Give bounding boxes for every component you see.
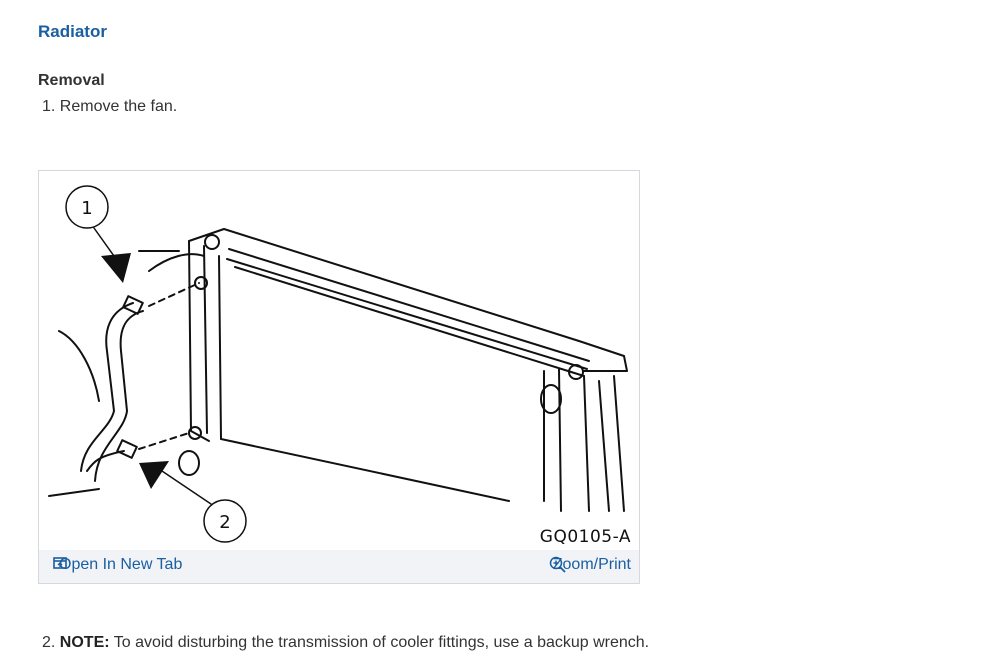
open-in-new-tab-label: Open In New Tab (59, 556, 183, 573)
step-2-text: To avoid disturbing the transmission of … (109, 634, 650, 651)
figure: 1 2 GQ0105-A Open In New Tab Zoom/Print (38, 170, 640, 584)
radiator-illustration: 1 2 (48, 185, 628, 543)
page-title: Radiator (38, 22, 107, 41)
open-in-new-tab-link[interactable]: Open In New Tab (53, 556, 182, 574)
zoom-print-link[interactable]: Zoom/Print (549, 556, 631, 574)
zoom-print-label: Zoom/Print (552, 556, 631, 573)
note-label: NOTE: (59, 634, 110, 651)
figure-code: GQ0105-A (539, 527, 631, 547)
callout-2-label: 2 (219, 512, 230, 533)
section-heading: Removal (38, 72, 105, 89)
callout-1-label: 1 (81, 198, 92, 219)
figure-toolbar: Open In New Tab Zoom/Print (39, 550, 639, 583)
step-2-number: 2. (42, 634, 60, 651)
step-2: 2. NOTE: To avoid disturbing the transmi… (42, 634, 649, 652)
step-1: 1. Remove the fan. (42, 98, 178, 115)
